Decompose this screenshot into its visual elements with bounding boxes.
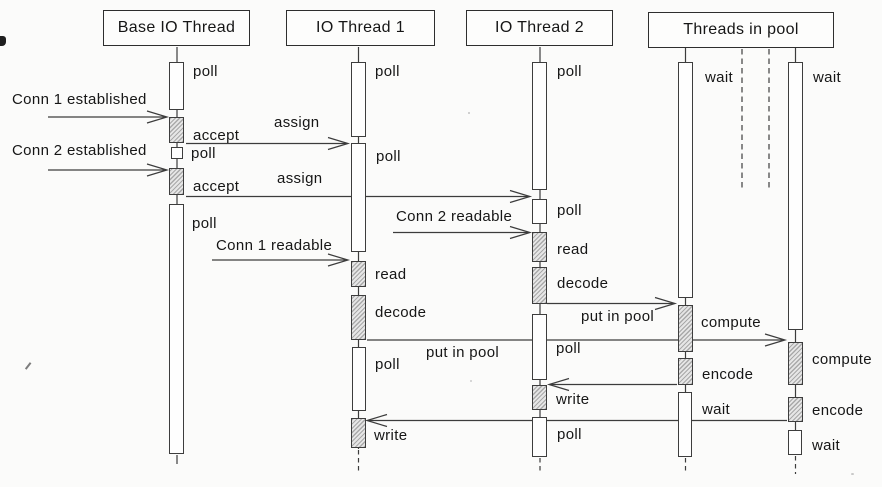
label-base-poll-3: poll: [192, 215, 217, 232]
label-t2-poll-2: poll: [557, 202, 582, 219]
arrow-put-in-pool-1: [547, 296, 678, 311]
label-t2-poll-4: poll: [557, 426, 582, 443]
scan-artifact-speck: [851, 473, 854, 475]
header-io-thread-1: IO Thread 1: [286, 10, 435, 46]
label-base-accept-1: accept: [193, 127, 240, 144]
header-threads-in-pool-label: Threads in pool: [683, 21, 799, 38]
label-t1-poll-2: poll: [376, 148, 401, 165]
label-conn2-established: Conn 2 established: [12, 142, 147, 159]
label-t1-read: read: [375, 266, 407, 283]
label-pool1-wait-2: wait: [702, 401, 731, 418]
label-assign-2: assign: [277, 170, 323, 187]
label-pool1-compute: compute: [701, 314, 761, 331]
label-t1-poll-1: poll: [375, 63, 400, 80]
arrow-conn1-readable: [212, 253, 351, 267]
activation-t2-poll-2: [532, 199, 547, 224]
arrow-conn2-readable: [393, 225, 533, 240]
activation-t1-poll-1: [351, 62, 366, 137]
activation-pool2-compute: [788, 342, 803, 385]
label-put-in-pool-1: put in pool: [581, 308, 655, 325]
label-pool1-wait-1: wait: [705, 69, 734, 86]
activation-base-accept-2: [169, 168, 184, 195]
label-base-poll-2: poll: [191, 145, 216, 162]
label-pool1-encode: encode: [702, 366, 754, 383]
label-put-in-pool-2: put in pool: [426, 344, 500, 361]
arrow-conn1-established: [48, 110, 170, 124]
header-io-thread-2-label: IO Thread 2: [495, 19, 584, 36]
activation-t2-read: [532, 232, 547, 262]
label-t1-write: write: [374, 427, 408, 444]
activation-pool1-compute: [678, 305, 693, 352]
label-pool2-encode: encode: [812, 402, 864, 419]
activation-pool2-wait-2: [788, 430, 802, 455]
activation-t1-poll-3: [352, 347, 366, 411]
label-t1-poll-3: poll: [375, 356, 400, 373]
label-t1-decode: decode: [375, 304, 427, 321]
arrow-put-in-pool-2: [367, 333, 788, 347]
label-t2-poll-3: poll: [556, 340, 581, 357]
header-io-thread-2: IO Thread 2: [466, 10, 613, 46]
activation-pool1-encode: [678, 358, 693, 385]
activation-t2-decode: [532, 267, 547, 304]
scan-artifact-speck: [470, 380, 472, 382]
arrow-assign-1: [186, 136, 351, 151]
label-pool2-wait-1: wait: [813, 69, 842, 86]
activation-t1-poll-2: [351, 143, 366, 252]
activation-t2-poll-4: [532, 417, 547, 457]
activation-pool2-wait-1: [788, 62, 803, 330]
scan-artifact-speck: [468, 112, 470, 114]
activation-t2-poll-3: [532, 314, 547, 380]
label-conn1-readable: Conn 1 readable: [216, 237, 333, 254]
arrow-conn2-established: [48, 163, 170, 177]
label-t2-decode: decode: [557, 275, 609, 292]
label-base-poll-1: poll: [193, 63, 218, 80]
activation-pool1-wait-1: [678, 62, 693, 298]
header-threads-in-pool: Threads in pool: [648, 12, 834, 48]
activation-pool1-wait-2: [678, 392, 692, 457]
arrow-encoded-to-io2-write: [546, 377, 677, 392]
activation-base-poll-2: [171, 147, 183, 159]
label-conn1-established: Conn 1 established: [12, 91, 147, 108]
label-pool2-compute: compute: [812, 351, 872, 368]
activation-t1-decode: [351, 295, 366, 340]
label-base-accept-2: accept: [193, 178, 240, 195]
activation-t1-read: [351, 261, 366, 287]
activation-base-accept-1: [169, 117, 184, 143]
activation-t2-poll-1: [532, 62, 547, 190]
label-t2-read: read: [557, 241, 589, 258]
scan-artifact-edge-mark: [0, 36, 6, 46]
header-io-thread-1-label: IO Thread 1: [316, 19, 405, 36]
label-conn2-readable: Conn 2 readable: [396, 208, 513, 225]
label-assign-1: assign: [274, 114, 320, 131]
label-pool2-wait-2: wait: [812, 437, 841, 454]
label-t2-poll-1: poll: [557, 63, 582, 80]
arrow-encoded-to-io1-write: [364, 413, 787, 428]
label-t2-write: write: [556, 391, 590, 408]
activation-pool2-encode: [788, 397, 803, 422]
activation-base-poll-1: [169, 62, 184, 110]
header-base-io-thread-label: Base IO Thread: [117, 19, 236, 36]
header-base-io-thread: Base IO Thread: [103, 10, 250, 46]
activation-t1-write: [351, 418, 366, 448]
activation-base-poll-3: [169, 204, 184, 454]
activation-t2-write: [532, 385, 547, 410]
